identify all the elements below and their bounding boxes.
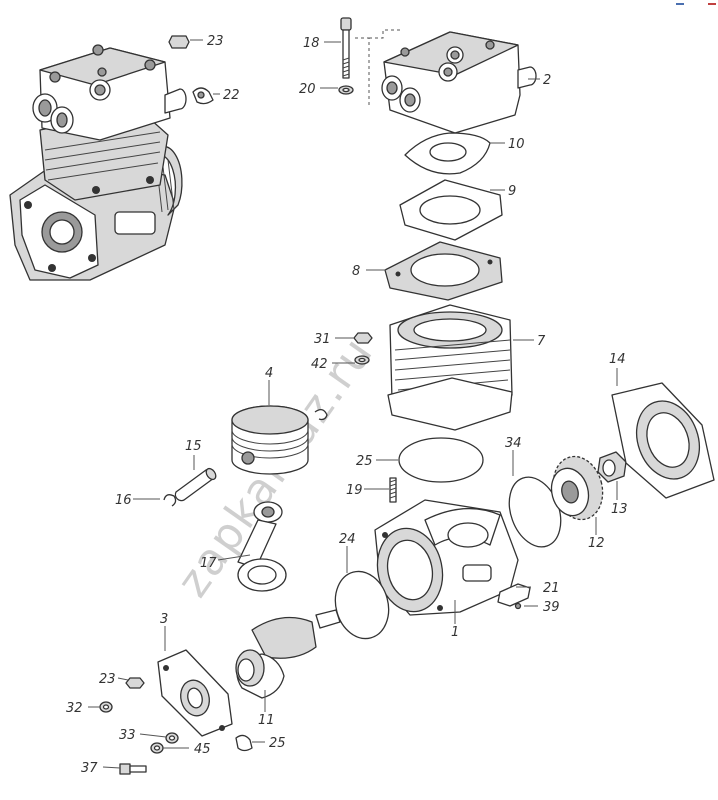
label-24: 24 xyxy=(339,532,356,547)
label-23-bottom: 23 xyxy=(99,672,116,687)
label-17: 17 xyxy=(200,556,217,571)
part-23-cap-nut xyxy=(168,35,190,49)
part-22-clip xyxy=(192,87,214,105)
label-4: 4 xyxy=(265,366,273,381)
label-2: 2 xyxy=(543,73,551,88)
part-15-piston-pin xyxy=(174,467,217,502)
label-34: 34 xyxy=(505,436,522,451)
part-25-oring xyxy=(398,437,484,483)
label-15: 15 xyxy=(185,439,202,454)
part-4-piston xyxy=(231,405,309,475)
label-32: 32 xyxy=(66,701,83,716)
part-17-connecting-rod xyxy=(237,501,287,592)
part-25-bottom-clip xyxy=(235,734,253,752)
label-12: 12 xyxy=(588,536,605,551)
part-23-bottom-nut xyxy=(125,677,145,689)
part-13-nut xyxy=(597,451,627,483)
part-14-rear-cover xyxy=(611,382,715,499)
assembled-compressor xyxy=(9,44,187,281)
label-14: 14 xyxy=(609,352,626,367)
label-45: 45 xyxy=(194,742,211,757)
label-25-bottom: 25 xyxy=(269,736,286,751)
part-20-washer xyxy=(338,85,354,95)
part-16-circlip xyxy=(163,494,177,507)
part-10-gasket xyxy=(404,132,491,175)
label-22: 22 xyxy=(223,88,240,103)
label-8: 8 xyxy=(352,264,360,279)
part-9-gasket xyxy=(399,179,503,241)
bolt-bracket xyxy=(355,29,403,108)
label-1: 1 xyxy=(451,625,459,640)
part-37-bolt xyxy=(119,763,147,775)
label-11: 11 xyxy=(258,713,275,728)
label-23-top: 23 xyxy=(207,34,224,49)
label-21: 21 xyxy=(543,581,560,596)
part-39-screw xyxy=(514,602,522,610)
label-7: 7 xyxy=(537,334,546,349)
label-13: 13 xyxy=(611,502,628,517)
part-2-cylinder-head xyxy=(381,31,537,134)
label-25-mid: 25 xyxy=(356,454,373,469)
label-18: 18 xyxy=(303,36,320,51)
part-31-nut xyxy=(353,332,373,344)
label-33: 33 xyxy=(119,728,136,743)
part-21-cover-plate xyxy=(497,583,531,607)
part-42-washer xyxy=(354,355,370,365)
label-39: 39 xyxy=(543,600,560,615)
label-3: 3 xyxy=(160,612,168,627)
part-1-crankcase xyxy=(374,499,519,616)
piston-circlip xyxy=(314,408,328,421)
label-19: 19 xyxy=(346,483,363,498)
part-11-crankshaft xyxy=(235,609,341,699)
part-12-gear xyxy=(550,455,604,521)
part-7-cylinder xyxy=(387,304,513,431)
label-16: 16 xyxy=(115,493,132,508)
part-18-bolt xyxy=(340,17,352,79)
part-19-stud xyxy=(389,477,397,503)
part-3-front-cover xyxy=(157,649,233,737)
label-42: 42 xyxy=(311,357,328,372)
label-20: 20 xyxy=(299,82,316,97)
label-31: 31 xyxy=(314,332,331,347)
part-33-washer xyxy=(165,732,179,744)
part-45-washer xyxy=(150,742,164,754)
label-9: 9 xyxy=(508,184,516,199)
part-8-valve-plate xyxy=(384,241,503,301)
label-10: 10 xyxy=(508,137,525,152)
part-labels: 23 22 18 20 2 10 9 8 31 42 7 4 15 16 17 … xyxy=(66,34,628,776)
label-37: 37 xyxy=(81,761,98,776)
part-32-washer xyxy=(99,701,113,713)
leader-lines xyxy=(88,39,618,769)
